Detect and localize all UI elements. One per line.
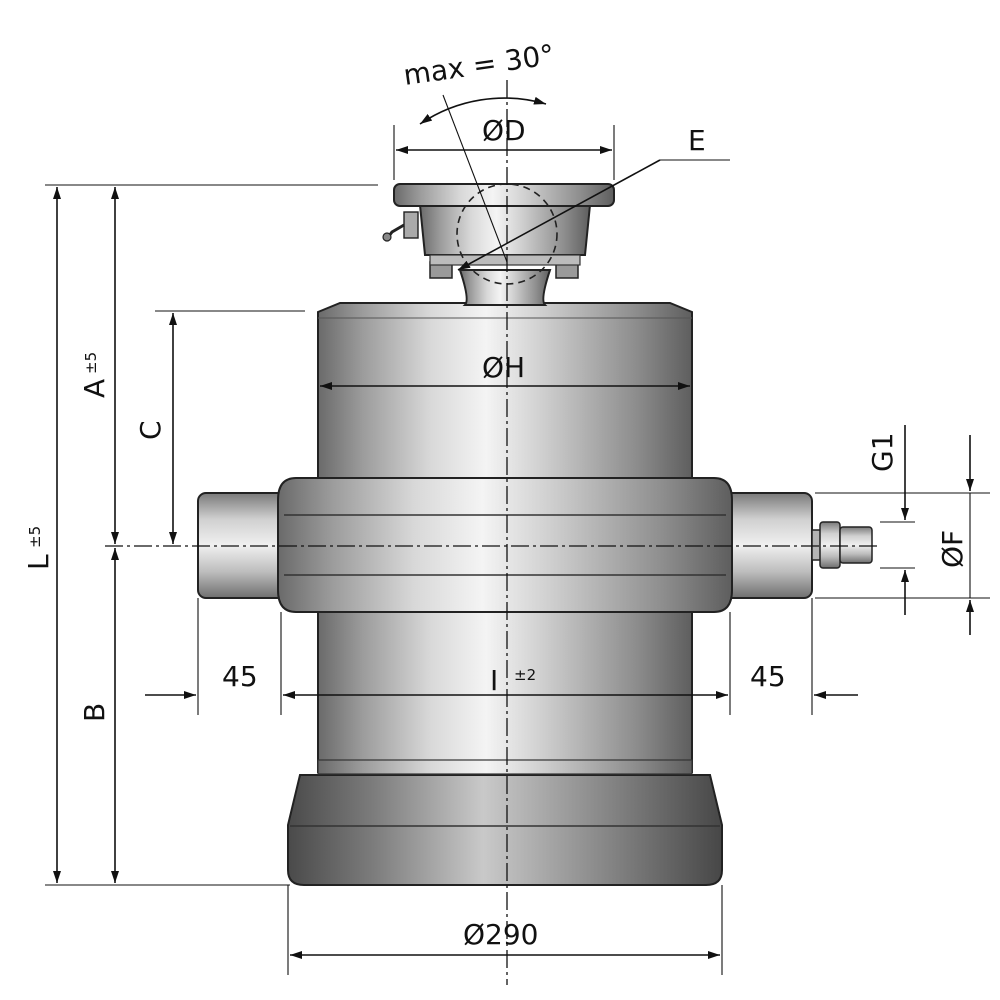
label-45-right: 45 (750, 660, 786, 693)
label-A: A (78, 379, 111, 398)
grease-nipple (382, 211, 419, 242)
top-ball-mount (393, 183, 615, 306)
label-C: C (134, 420, 167, 440)
label-dia-D: ØD (482, 114, 526, 147)
lower-barrel (317, 599, 693, 775)
upper-barrel (317, 302, 693, 481)
angle-label: max = 30° (401, 38, 556, 92)
base-foot (287, 774, 723, 886)
label-45-left: 45 (222, 660, 258, 693)
leader-E (457, 159, 730, 271)
label-B: B (78, 703, 111, 722)
label-dia-290: Ø290 (463, 918, 538, 951)
label-dia-H: ØH (482, 351, 525, 384)
label-L: L (22, 554, 55, 570)
label-A-tolerance: ±5 (82, 352, 100, 374)
hydraulic-fitting (811, 521, 873, 569)
label-E: E (688, 124, 706, 157)
extension-lines (45, 125, 990, 975)
label-I: I (490, 664, 498, 697)
label-dia-F: ØF (936, 530, 969, 568)
trunnion-ring (277, 477, 733, 613)
label-I-tolerance: ±2 (514, 666, 536, 684)
label-L-tolerance: ±5 (26, 526, 44, 548)
angle-arc-30deg (419, 94, 547, 263)
label-G1: G1 (866, 432, 899, 472)
